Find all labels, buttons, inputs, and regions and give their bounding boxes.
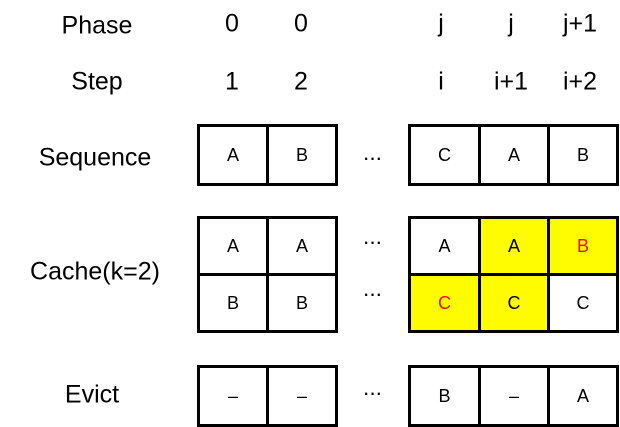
cache-cell: A — [266, 216, 338, 276]
ellipsis: ··· — [362, 281, 383, 306]
evict-cell: – — [197, 365, 269, 427]
phase-value: j+1 — [562, 9, 598, 38]
phase-value: j — [508, 9, 514, 38]
step-label: Step — [71, 67, 123, 96]
evict-cell: A — [547, 365, 619, 427]
evict-cell: B — [408, 365, 481, 427]
ellipsis: ··· — [362, 380, 383, 405]
cache-cell: B — [266, 273, 338, 333]
evict-cell: – — [266, 365, 338, 427]
cache-cell-highlighted: A — [478, 216, 550, 276]
sequence-cell: A — [478, 124, 550, 186]
cache-cell: C — [547, 273, 619, 333]
phase-value: j — [438, 9, 444, 38]
cache-label: Cache(k=2) — [30, 257, 160, 286]
cache-cell-highlighted: B — [547, 216, 619, 276]
step-value: i — [438, 67, 444, 96]
evict-cell: – — [478, 365, 550, 427]
step-value: 1 — [225, 67, 239, 96]
cache-cell: A — [197, 216, 269, 276]
phase-value: 0 — [294, 9, 308, 38]
sequence-label: Sequence — [38, 143, 152, 172]
sequence-cell: B — [547, 124, 619, 186]
cache-cell: B — [197, 273, 269, 333]
evict-label: Evict — [64, 380, 120, 409]
cache-cell-highlighted: C — [408, 273, 481, 333]
step-value: i+1 — [493, 67, 529, 96]
phase-label: Phase — [61, 11, 133, 40]
step-value: 2 — [294, 67, 308, 96]
step-value: i+2 — [562, 67, 598, 96]
cache-cell: A — [408, 216, 481, 276]
phase-value: 0 — [225, 9, 239, 38]
ellipsis: ··· — [362, 229, 383, 254]
sequence-cell: A — [197, 124, 269, 186]
sequence-cell: B — [266, 124, 338, 186]
sequence-cell: C — [408, 124, 481, 186]
ellipsis: ··· — [362, 145, 383, 170]
cache-cell-highlighted: C — [478, 273, 550, 333]
